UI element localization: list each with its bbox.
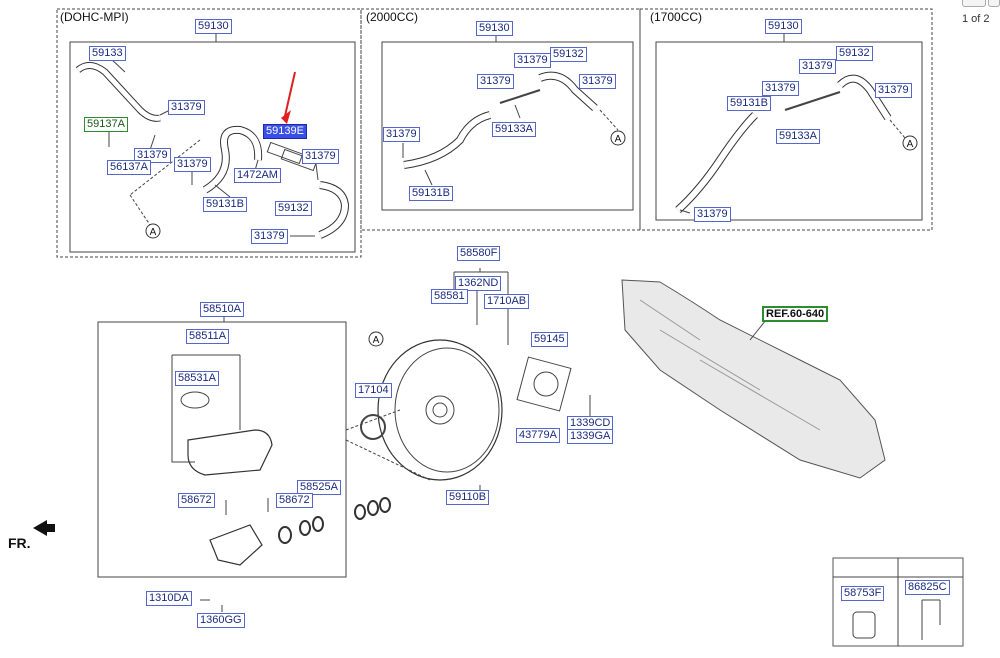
part-label[interactable]: 59130	[195, 19, 232, 34]
part-label[interactable]: 58581	[431, 289, 468, 304]
part-label[interactable]: 31379	[251, 229, 288, 244]
pointer-arrow-icon	[284, 71, 296, 117]
reference-label[interactable]: REF.60-640	[762, 306, 829, 322]
front-direction-label: FR.	[8, 535, 31, 551]
part-label[interactable]: 31379	[134, 148, 171, 163]
part-label[interactable]: 31379	[302, 149, 339, 164]
part-label[interactable]: 58580F	[457, 246, 501, 261]
part-label[interactable]: 31379	[383, 127, 420, 142]
part-label[interactable]: 1472AM	[234, 168, 281, 183]
prev-page-button[interactable]	[962, 0, 986, 7]
part-label[interactable]: 31379	[875, 83, 912, 98]
part-label[interactable]: 59110B	[446, 490, 490, 505]
part-label[interactable]: 59133A	[776, 129, 820, 144]
part-label[interactable]: 1310DA	[146, 591, 192, 606]
part-label[interactable]: 58753F	[841, 586, 885, 601]
next-page-button[interactable]	[988, 0, 1000, 7]
part-label[interactable]: 59133	[89, 46, 126, 61]
part-label[interactable]: 59131B	[409, 186, 453, 201]
callout-a-2: A	[615, 134, 622, 145]
part-label[interactable]: 31379	[799, 59, 836, 74]
section-title-dohc: (DOHC-MPI)	[60, 10, 129, 24]
part-label[interactable]: 59133A	[492, 122, 536, 137]
section-title-1700cc: (1700CC)	[650, 10, 703, 24]
part-label[interactable]: 31379	[477, 74, 514, 89]
fr-arrow-icon	[33, 520, 55, 536]
part-label[interactable]: 59132	[550, 47, 587, 62]
part-label[interactable]: 58531A	[175, 371, 219, 386]
part-label[interactable]: 43779A	[516, 428, 560, 443]
part-label[interactable]: 58525A	[297, 480, 341, 495]
part-label[interactable]: 31379	[168, 100, 205, 115]
part-label[interactable]: 59130	[765, 19, 802, 34]
part-label[interactable]: 59145	[531, 332, 568, 347]
part-label[interactable]: 59131B	[203, 197, 247, 212]
part-label[interactable]: 31379	[694, 207, 731, 222]
part-label[interactable]: 31379	[762, 81, 799, 96]
page-indicator: 1 of 2	[962, 13, 990, 25]
part-label[interactable]: 58672	[276, 493, 313, 508]
part-label[interactable]: 59132	[275, 201, 312, 216]
part-label[interactable]: 1339GA	[567, 429, 614, 444]
part-label[interactable]: 59137A	[84, 117, 128, 132]
part-label[interactable]: 58511A	[186, 329, 230, 344]
part-label[interactable]: 31379	[174, 157, 211, 172]
part-label[interactable]: 59130	[476, 21, 513, 36]
part-label[interactable]: 58672	[178, 493, 215, 508]
part-label-selected[interactable]: 59139E	[263, 124, 307, 139]
callout-a-4: A	[373, 335, 380, 346]
part-label[interactable]: 31379	[579, 74, 616, 89]
cc1700-frame	[639, 8, 933, 231]
part-label[interactable]: 59131B	[727, 96, 771, 111]
part-label[interactable]: 58510A	[200, 302, 244, 317]
callout-a-3: A	[907, 139, 914, 150]
part-label[interactable]: 1710AB	[484, 294, 530, 309]
part-label[interactable]: 86825C	[905, 580, 950, 595]
part-label[interactable]: 56137A	[107, 160, 151, 175]
part-label[interactable]: 31379	[514, 53, 551, 68]
part-label[interactable]: 17104	[355, 383, 392, 398]
callout-a-1: A	[150, 227, 157, 238]
section-title-2000cc: (2000CC)	[366, 10, 419, 24]
part-label[interactable]: 59132	[836, 46, 873, 61]
part-label[interactable]: 1360GG	[197, 613, 245, 628]
part-label[interactable]: 1362ND	[455, 276, 502, 291]
